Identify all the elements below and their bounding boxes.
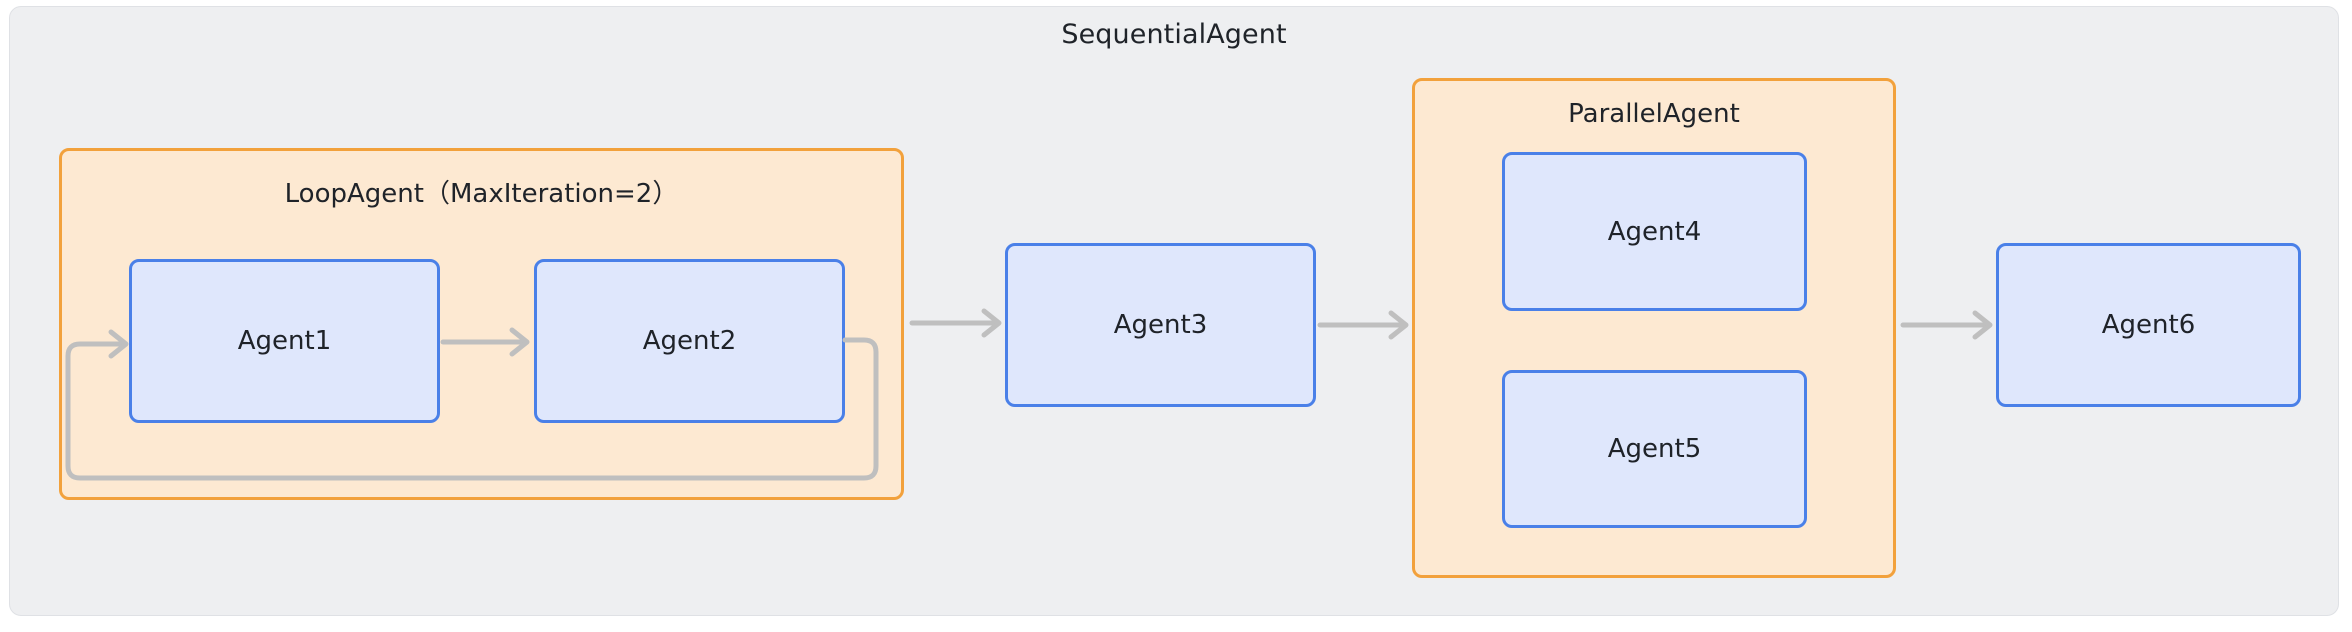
agent-node-label: Agent6 <box>2101 310 2196 340</box>
agent-node-label: Agent2 <box>642 326 737 356</box>
agent-node-label: Agent3 <box>1113 310 1208 340</box>
loop-agent-title: LoopAgent（MaxIteration=2） <box>284 179 679 209</box>
sequential-agent-title: SequentialAgent <box>1061 19 1287 50</box>
agent-node-agent4[interactable]: Agent4 <box>1502 152 1807 311</box>
parallel-agent-title: ParallelAgent <box>1568 99 1740 129</box>
agent-node-agent5[interactable]: Agent5 <box>1502 370 1807 528</box>
agent-node-agent6[interactable]: Agent6 <box>1996 243 2301 407</box>
agent-node-agent3[interactable]: Agent3 <box>1005 243 1316 407</box>
agent-node-agent2[interactable]: Agent2 <box>534 259 845 423</box>
agent-node-label: Agent5 <box>1607 434 1702 464</box>
agent-node-label: Agent4 <box>1607 216 1702 247</box>
agent-node-agent1[interactable]: Agent1 <box>129 259 440 423</box>
agent-node-label: Agent1 <box>237 326 332 356</box>
